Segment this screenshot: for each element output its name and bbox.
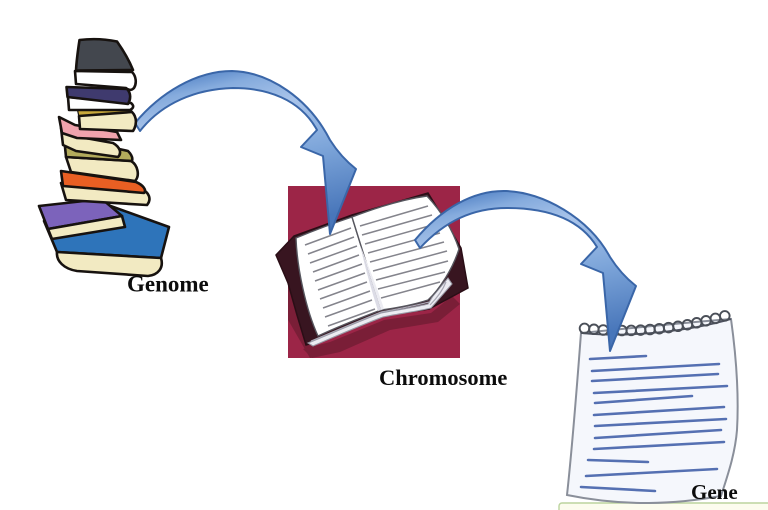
svg-text:Chromosome: Chromosome	[379, 365, 507, 390]
svg-text:Genome: Genome	[127, 272, 209, 297]
svg-text:Gene: Gene	[691, 480, 738, 504]
